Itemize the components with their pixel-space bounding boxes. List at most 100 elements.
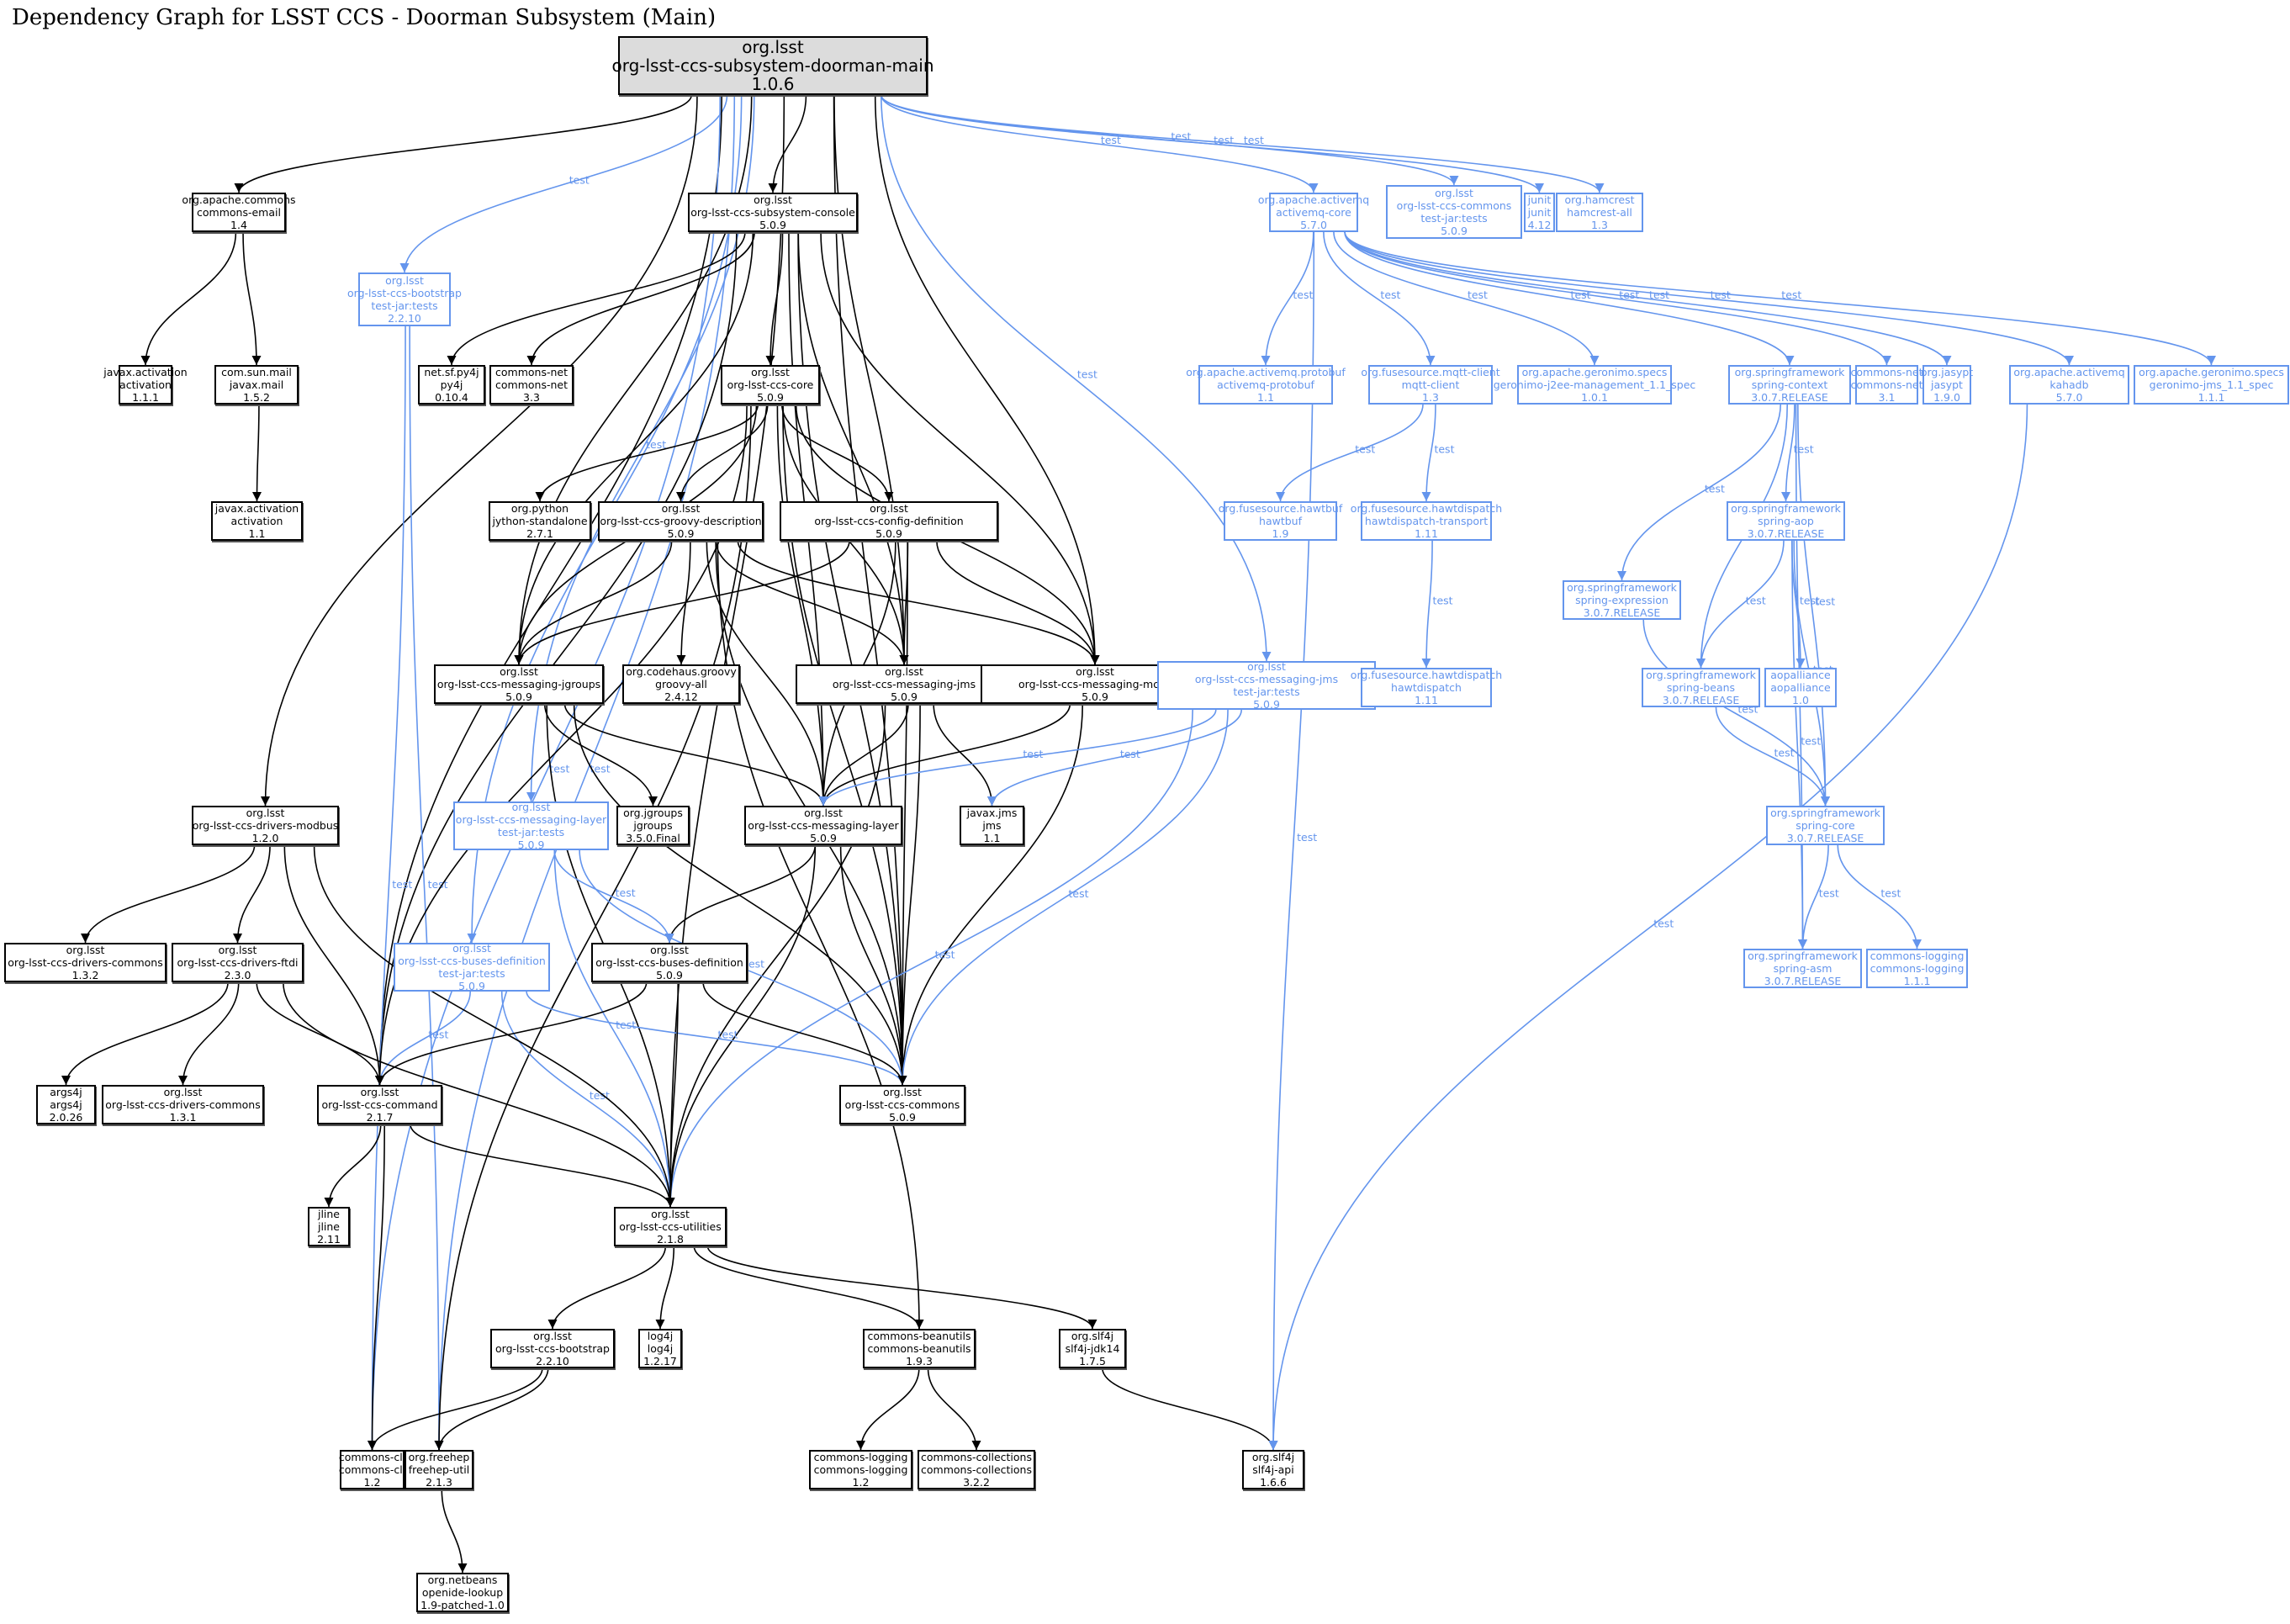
edge-springexpr-to-springcore xyxy=(1642,619,1831,807)
edge-mockmsg-to-commons xyxy=(897,703,1084,1086)
node-artifact: aopalliance xyxy=(1770,681,1831,694)
node-artifact: spring-context xyxy=(1751,378,1828,391)
node-artifact: commons-logging xyxy=(1870,962,1965,975)
node-version: 5.0.9 xyxy=(889,1111,916,1124)
node-version: 3.2.2 xyxy=(963,1476,990,1489)
edge-label-test: test xyxy=(1355,443,1375,456)
node-artifact: jline xyxy=(317,1220,341,1233)
edge-root-to-commons xyxy=(833,94,907,1086)
node-version: 1.3.1 xyxy=(169,1111,197,1124)
node-version: 2.7.1 xyxy=(526,527,553,540)
edge-modbus-to-ftdi xyxy=(232,844,271,944)
edge-bootstrap-to-freehep xyxy=(434,1367,549,1451)
edge-bootstrap-to-cli xyxy=(367,1367,543,1451)
node-artifact: org-lsst-ccs-bootstrap xyxy=(347,287,462,299)
node-version: 2.1.3 xyxy=(426,1476,452,1489)
node-artifact: hawtdispatch-transport xyxy=(1364,515,1489,527)
node-artifact: spring-aop xyxy=(1758,515,1814,527)
edge-label-test: test xyxy=(1214,134,1234,146)
edge-springcontext-to-springaop xyxy=(1780,404,1796,502)
edge-root-to-activemqcore xyxy=(881,94,1319,193)
edge-busestest-to-command xyxy=(374,991,472,1086)
edge-mqtt-to-hawtdtransport xyxy=(1421,404,1436,502)
edge-label-test: test xyxy=(1746,595,1766,607)
edge-springaop-to-springbeans xyxy=(1695,540,1785,669)
edge-root-to-modbus xyxy=(260,94,698,807)
node-artifact: jgroups xyxy=(633,819,673,832)
edge-label-test: test xyxy=(392,878,412,891)
edge-label-test: test xyxy=(1801,735,1821,748)
edge-springaop-to-springasm xyxy=(1791,540,1808,950)
edge-label-test: test xyxy=(1653,918,1674,930)
node-artifact: org-lsst-ccs-commons xyxy=(844,1098,960,1111)
node-version: 1.0.6 xyxy=(751,74,795,94)
edge-beanutils-to-collections xyxy=(927,1367,981,1451)
node-group: org.lsst xyxy=(650,944,689,956)
